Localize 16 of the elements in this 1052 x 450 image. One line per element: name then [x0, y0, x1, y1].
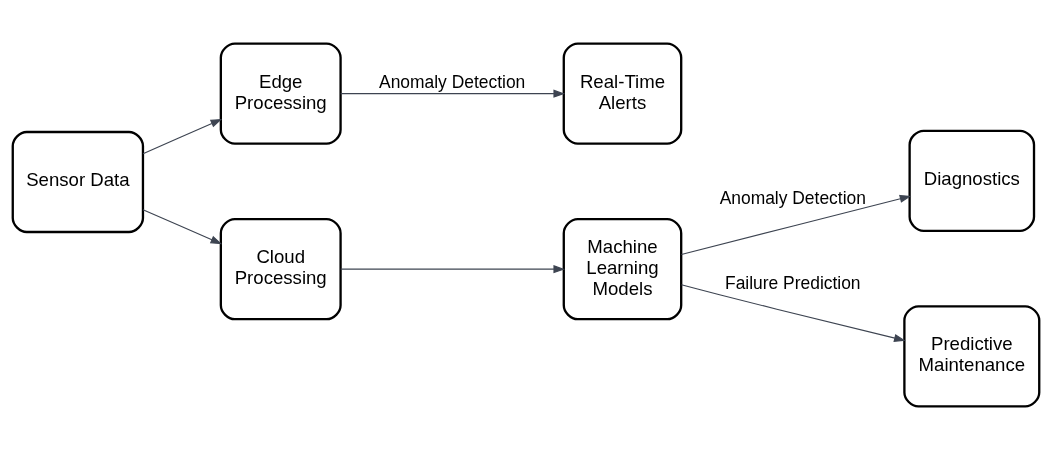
edge-label: Failure Prediction	[725, 272, 861, 293]
node-box: Sensor Data	[11, 130, 145, 234]
node-box: Predictive Maintenance	[903, 305, 1041, 408]
node-box: Edge Processing	[219, 42, 342, 145]
arrow	[142, 209, 223, 245]
arrow	[340, 89, 566, 98]
node-box: Diagnostics	[908, 129, 1036, 232]
arrow	[680, 284, 906, 342]
edge-label: Anomaly Detection	[379, 71, 526, 92]
node-box: Real-Time Alerts	[562, 42, 683, 145]
node-box: Machine Learning Models	[562, 218, 683, 321]
edge-label: Anomaly Detection	[719, 188, 866, 209]
arrow	[340, 265, 566, 274]
arrow	[680, 194, 912, 256]
arrow	[142, 118, 223, 155]
node-box: Cloud Processing	[219, 218, 342, 321]
